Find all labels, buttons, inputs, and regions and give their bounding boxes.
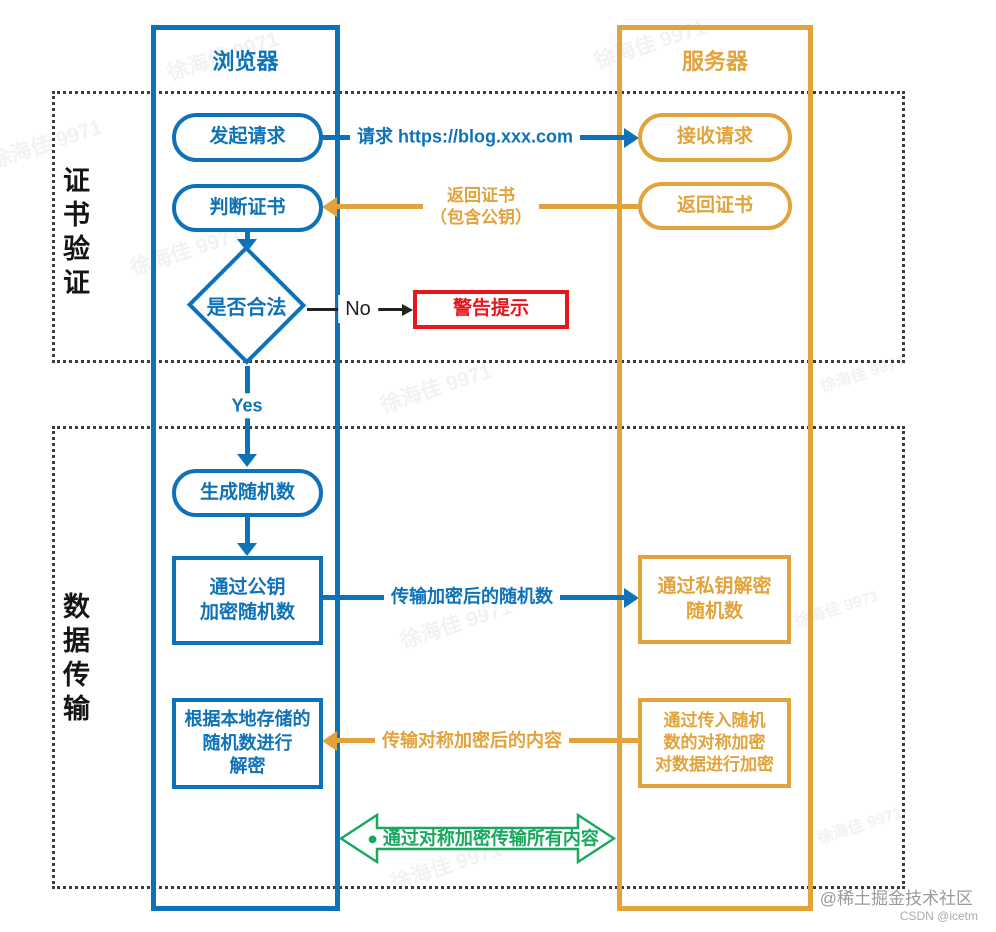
edge-judge-to-diamond-line <box>245 230 250 241</box>
node-decrypt-with-local: 根据本地存储的 随机数进行 解密 <box>172 698 323 789</box>
node-warning: 警告提示 <box>413 290 569 329</box>
node-return-cert: 返回证书 <box>638 182 792 230</box>
lane-browser: 浏览器 <box>151 25 340 911</box>
edge-label-symmetric-all: ● 通过对称加密传输所有内容 <box>367 828 599 849</box>
watermark: 徐海佳 9971 <box>377 359 495 418</box>
edge-send-random-arrowhead-icon <box>624 588 639 608</box>
edge-no-arrowhead-icon <box>402 304 413 316</box>
edge-send-content-arrowhead-icon <box>322 731 337 751</box>
edge-label-return-cert: 返回证书 （包含公钥） <box>423 183 539 231</box>
node-is-valid-label: 是否合法 <box>206 296 287 319</box>
node-receive-request: 接收请求 <box>638 113 792 162</box>
node-is-valid: 是否合法 <box>186 245 307 365</box>
edge-request-arrowhead-icon <box>624 128 639 148</box>
edge-gen-to-encrypt-arrowhead-icon <box>237 543 257 556</box>
symmetric-transfer-double-arrow-icon <box>339 812 616 865</box>
credit-juejin: @稀土掘金技术社区 <box>819 889 973 908</box>
section-label-cert-verify: 证书验证 <box>59 166 89 302</box>
lane-server: 服务器 <box>617 25 813 911</box>
edge-label-send-random: 传输加密后的随机数 <box>384 584 560 610</box>
edge-label-yes: Yes <box>224 393 270 419</box>
section-label-data-transfer: 数据传输 <box>59 592 89 728</box>
lane-server-title: 服务器 <box>681 49 748 74</box>
node-judge-cert: 判断证书 <box>172 184 323 232</box>
section-data-transfer <box>52 426 905 889</box>
node-decrypt-with-privkey: 通过私钥解密 随机数 <box>638 555 791 644</box>
edge-yes-arrowhead-icon <box>237 454 257 467</box>
edge-gen-to-encrypt-line <box>245 517 250 544</box>
edge-label-send-content: 传输对称加密后的内容 <box>375 728 569 754</box>
node-encrypt-symmetric: 通过传入随机 数的对称加密 对数据进行加密 <box>638 698 791 788</box>
lane-browser-title: 浏览器 <box>212 49 279 74</box>
edge-label-no: No <box>338 295 378 323</box>
edge-label-request: 请求 https://blog.xxx.com <box>349 124 581 150</box>
credit-csdn: CSDN @icetm <box>899 909 978 923</box>
section-cert-verify <box>52 91 905 363</box>
edge-return-cert-arrowhead-icon <box>322 197 337 217</box>
node-initiate-request: 发起请求 <box>172 113 323 162</box>
node-encrypt-with-pubkey: 通过公钥 加密随机数 <box>172 556 323 645</box>
node-gen-random: 生成随机数 <box>172 469 323 517</box>
